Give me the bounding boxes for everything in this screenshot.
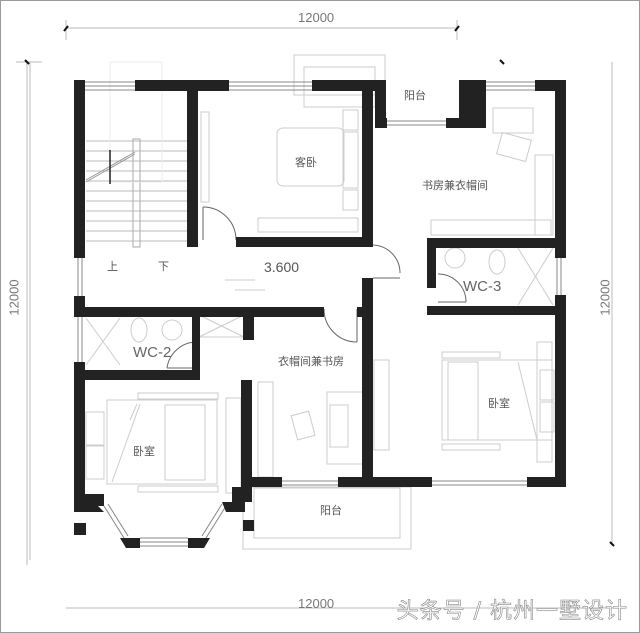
room-label-wc3: WC-3 [463,278,502,295]
dimension-left: 12000 [6,279,22,316]
dimension-right: 12000 [597,279,613,316]
room-label-closet-study: 衣帽间兼书房 [278,355,344,368]
walls [74,80,566,548]
balcony-outlines [242,54,412,550]
floor-elevation: 3.600 [264,259,300,275]
room-label-study-closet: 书房兼衣帽间 [422,179,488,192]
room-label-guest-bedroom: 客卧 [295,156,317,169]
dimension-lines [16,20,625,609]
stair-up-label: 上 [107,260,118,273]
dimension-bottom: 12000 [298,596,335,611]
furniture [85,107,555,494]
windows [77,81,562,547]
watermark: 头条号 / 杭州一墅设计 [396,599,628,625]
room-label-wc2: WC-2 [133,344,172,361]
room-label-bedroom-left: 卧室 [133,445,155,458]
staircase [85,61,187,248]
room-label-bedroom-right: 卧室 [488,397,510,410]
stair-down-label: 下 [158,260,169,273]
room-label-balcony-bottom: 阳台 [320,504,342,517]
dimension-top: 12000 [298,10,335,25]
doors [166,206,467,369]
room-label-balcony-top: 阳台 [404,89,426,102]
